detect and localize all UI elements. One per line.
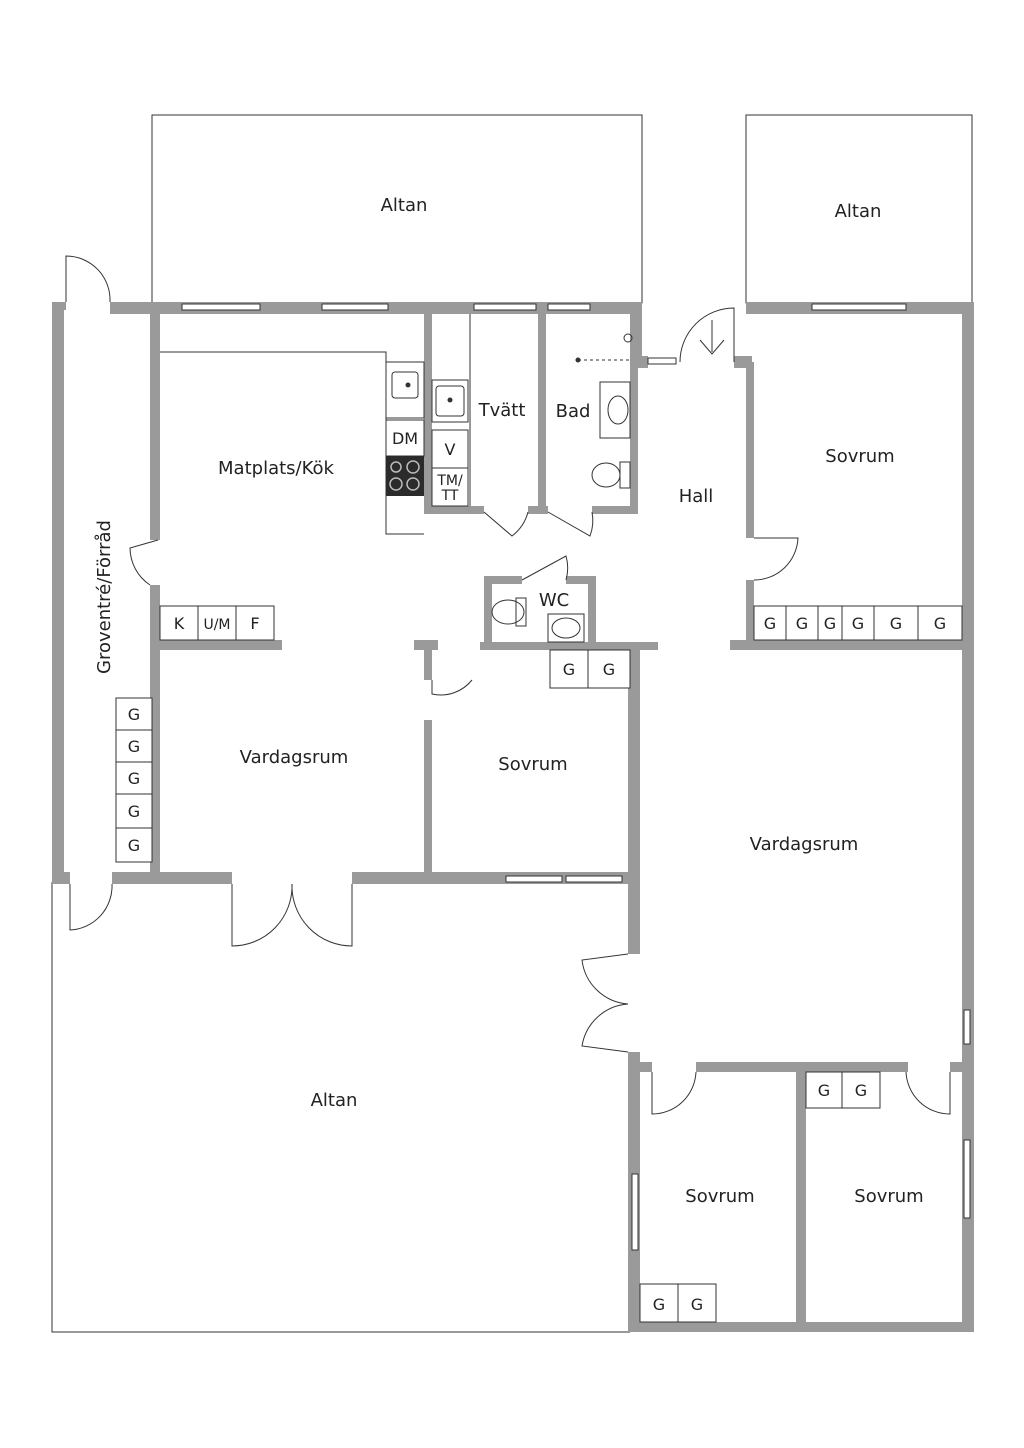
label-tvatt: Tvätt bbox=[478, 400, 526, 421]
stove bbox=[386, 456, 424, 496]
label-v: V bbox=[445, 440, 456, 459]
dishwasher bbox=[385, 419, 425, 457]
label-g: G bbox=[852, 614, 864, 633]
windows bbox=[181, 303, 971, 1251]
label-g: G bbox=[855, 1081, 867, 1100]
label-bad: Bad bbox=[556, 401, 591, 422]
label-g: G bbox=[691, 1295, 703, 1314]
label-g: G bbox=[818, 1081, 830, 1100]
label-hall: Hall bbox=[679, 486, 714, 507]
label-g: G bbox=[128, 836, 140, 855]
label-tt: TT bbox=[441, 488, 459, 504]
label-g: G bbox=[764, 614, 776, 633]
label-vardagsrum-right: Vardagsrum bbox=[750, 834, 859, 855]
label-tm: TM/ bbox=[436, 473, 463, 489]
label-g: G bbox=[796, 614, 808, 633]
label-vardagsrum-left: Vardagsrum bbox=[240, 747, 349, 768]
label-sovrum-bottom-left: Sovrum bbox=[685, 1186, 754, 1207]
label-k: K bbox=[174, 614, 185, 633]
label-g: G bbox=[653, 1295, 665, 1314]
label-g: G bbox=[603, 660, 615, 679]
label-g: G bbox=[824, 614, 836, 633]
label-sovrum-middle: Sovrum bbox=[498, 754, 567, 775]
label-g: G bbox=[563, 660, 575, 679]
walls bbox=[52, 302, 974, 1332]
label-g: G bbox=[890, 614, 902, 633]
label-g: G bbox=[128, 769, 140, 788]
label-sovrum-bottom-right: Sovrum bbox=[854, 1186, 923, 1207]
label-groventre: Groventré/Förråd bbox=[94, 520, 115, 674]
label-altan-top-right: Altan bbox=[835, 201, 882, 222]
label-altan-top-left: Altan bbox=[381, 195, 428, 216]
label-wc: WC bbox=[539, 590, 569, 611]
label-g: G bbox=[128, 737, 140, 756]
bathroom-fixtures bbox=[491, 333, 633, 643]
label-sovrum-top-right: Sovrum bbox=[825, 446, 894, 467]
label-g: G bbox=[934, 614, 946, 633]
label-altan-bottom: Altan bbox=[311, 1090, 358, 1111]
label-g: G bbox=[128, 705, 140, 724]
label-matplats-kok: Matplats/Kök bbox=[218, 458, 334, 479]
kitchen-fixtures bbox=[159, 351, 425, 641]
laundry-fixtures bbox=[431, 314, 471, 507]
doors bbox=[65, 255, 951, 1115]
label-f: F bbox=[250, 614, 259, 633]
wardrobes bbox=[115, 605, 963, 1323]
label-dm: DM bbox=[392, 429, 418, 448]
label-g: G bbox=[128, 802, 140, 821]
label-um: U/M bbox=[203, 617, 230, 633]
wardrobe-labels: G G G G G G G G G G G G G G G G G bbox=[128, 614, 946, 1314]
terrace-outlines bbox=[51, 114, 973, 1333]
